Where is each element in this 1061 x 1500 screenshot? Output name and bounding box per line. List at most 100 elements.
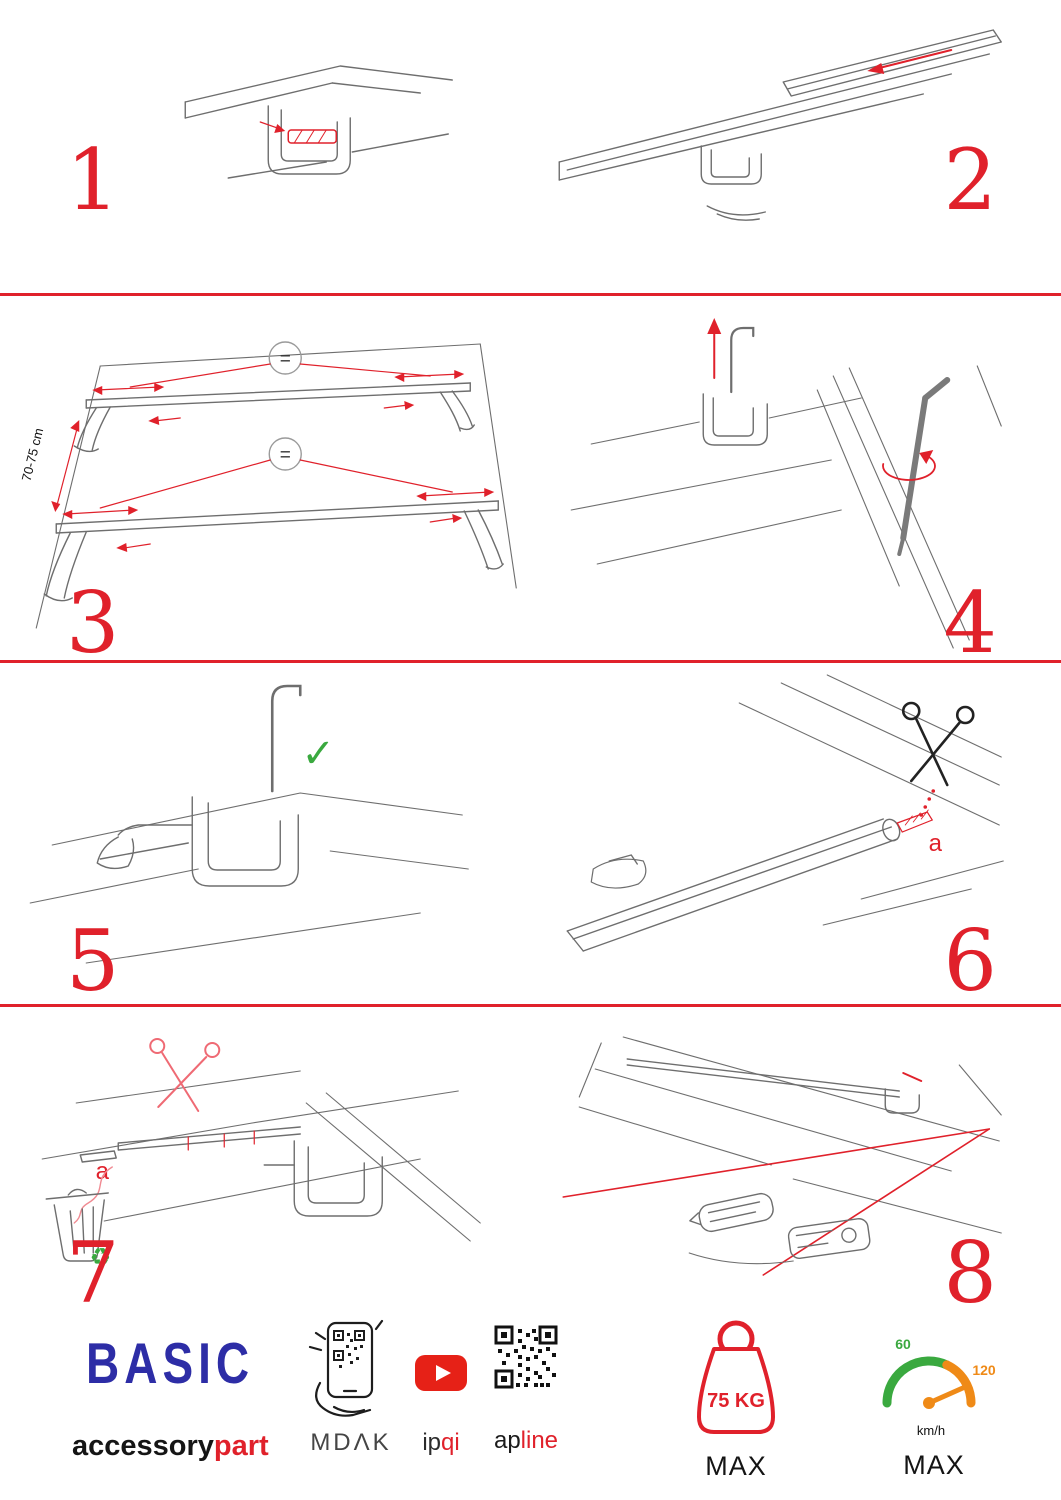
recycle-icon: ♻ [89,1243,111,1271]
mdak-label: MDΛK [310,1429,392,1456]
youtube-icon [415,1355,467,1391]
step7-part-label: a [96,1158,110,1185]
weight-max-label: MAX [705,1451,767,1481]
brand-subtitle: accessorypart [72,1430,269,1463]
step-2-illustration [558,29,1002,221]
speed-unit-label: km/h [917,1423,945,1438]
step-2-number: 2 [943,131,997,229]
step6-cut-dots [918,789,935,817]
step3-rear-bar [43,500,504,602]
apline-block: apline [486,1325,566,1455]
trash-bin-icon [45,1188,109,1262]
apline-label: apline [494,1427,558,1455]
step5-pin [270,684,302,793]
step4-rotate-arrow [881,450,936,481]
apline-red: line [520,1427,559,1454]
ipqi-red: qi [441,1429,460,1456]
step3-roof-outline [35,343,517,629]
step6-rubber-strip [895,809,933,833]
phone-qr-pattern [333,1330,365,1368]
scissors-icon-red [149,1038,221,1112]
step-3-illustration: = = 70-75 cm [19,341,517,629]
step-6-number: 6 [943,912,997,1010]
phone-qr-icon [308,1319,384,1417]
step8-roof-lines [578,1036,1002,1234]
step8-sight-lines [561,1128,990,1276]
section-divider-1 [0,293,1061,296]
step-1-number: 1 [66,131,120,229]
step6-foot [590,854,646,889]
ipqi-label: ipqi [422,1429,459,1457]
qr-code [494,1325,558,1389]
step3-equal-top: = [129,341,431,388]
step3-equal-bottom: = [99,437,453,509]
step-5-panel: ✓ 5 [0,663,531,1004]
step4-clamp [702,393,768,446]
equal-distance-label-bottom: = [280,445,291,466]
step7-clamp [263,1140,383,1217]
step-8-panel: 8 [531,1007,1061,1315]
step5-clamp [96,796,299,887]
step3-measure-label: 70-75 cm [19,427,47,483]
brand-block: BASIC accessorypart [72,1329,269,1463]
speed-high-label: 120 [972,1362,996,1378]
ipqi-block: ipqi [406,1353,476,1457]
speed-max-label: MAX [903,1450,965,1480]
speed-low-label: 60 [895,1336,911,1352]
step4-pin [729,326,754,394]
step2-clamp [700,145,766,221]
step-7-number: 7 [66,1224,120,1322]
step-2-panel: 2 [531,0,1061,293]
weight-icon: 75 KG [697,1320,775,1434]
ipqi-black: ip [422,1429,441,1456]
step-3-panel: = = 70-75 cm 3 [0,296,531,665]
step7-roof-lines [41,1070,481,1242]
step7-strip [117,1126,301,1151]
step-6-illustration: a [566,674,1004,952]
steps-row-1: 1 [0,0,1061,293]
step-1-panel: 1 [0,0,531,293]
allen-key-icon [896,377,950,556]
step7-discard-squiggle [73,1166,113,1224]
mdak-block: MDΛK [296,1319,406,1457]
steps-row-2: = = 70-75 cm 3 [0,296,1061,665]
step-8-illustration [561,1036,1002,1276]
step4-roof-lines [570,365,1002,649]
weight-value: 75 KG [707,1390,765,1412]
step2-end-cover [782,29,1002,97]
step-5-illustration: ✓ [29,684,469,964]
step1-clamp [267,105,351,175]
step7-cut-piece [79,1150,117,1163]
section-divider-2 [0,660,1061,663]
weight-limit-block: 75 KG MAX [680,1315,792,1482]
step2-crossbar [558,53,990,181]
scissors-icon [901,701,975,787]
step-6-panel: a 6 [531,663,1061,1004]
step-7-panel: a ♻ 7 [0,1007,531,1315]
step6-bar [566,818,900,952]
brand-sub-black: accessory [72,1430,214,1462]
apline-black: ap [493,1427,521,1454]
step3-slide-arrows [116,401,463,552]
step-4-number: 4 [943,574,997,672]
step-3-number: 3 [66,574,120,672]
step6-roof-lines [738,674,1004,926]
section-divider-3 [0,1004,1061,1007]
checkmark-icon: ✓ [301,731,335,777]
brand-logo: BASIC [86,1330,255,1396]
brand-sub-red: part [213,1430,269,1462]
step4-pull-arrow [706,318,721,379]
step2-slide-arrow [866,49,952,74]
step8-marker [901,1072,922,1082]
step-8-number: 8 [943,1224,997,1322]
steps-row-3: ✓ 5 [0,663,1061,1004]
speedometer-icon: 60 120 km/h [882,1336,996,1438]
step-5-number: 5 [66,912,120,1010]
step-4-illustration [570,318,1002,649]
step1-roof-rail [184,65,453,179]
footer: BASIC accessorypart [0,1309,1061,1500]
step8-clamp-parts [688,1192,870,1265]
step3-dimension-arrows [51,370,495,519]
step6-part-label: a [928,830,942,857]
